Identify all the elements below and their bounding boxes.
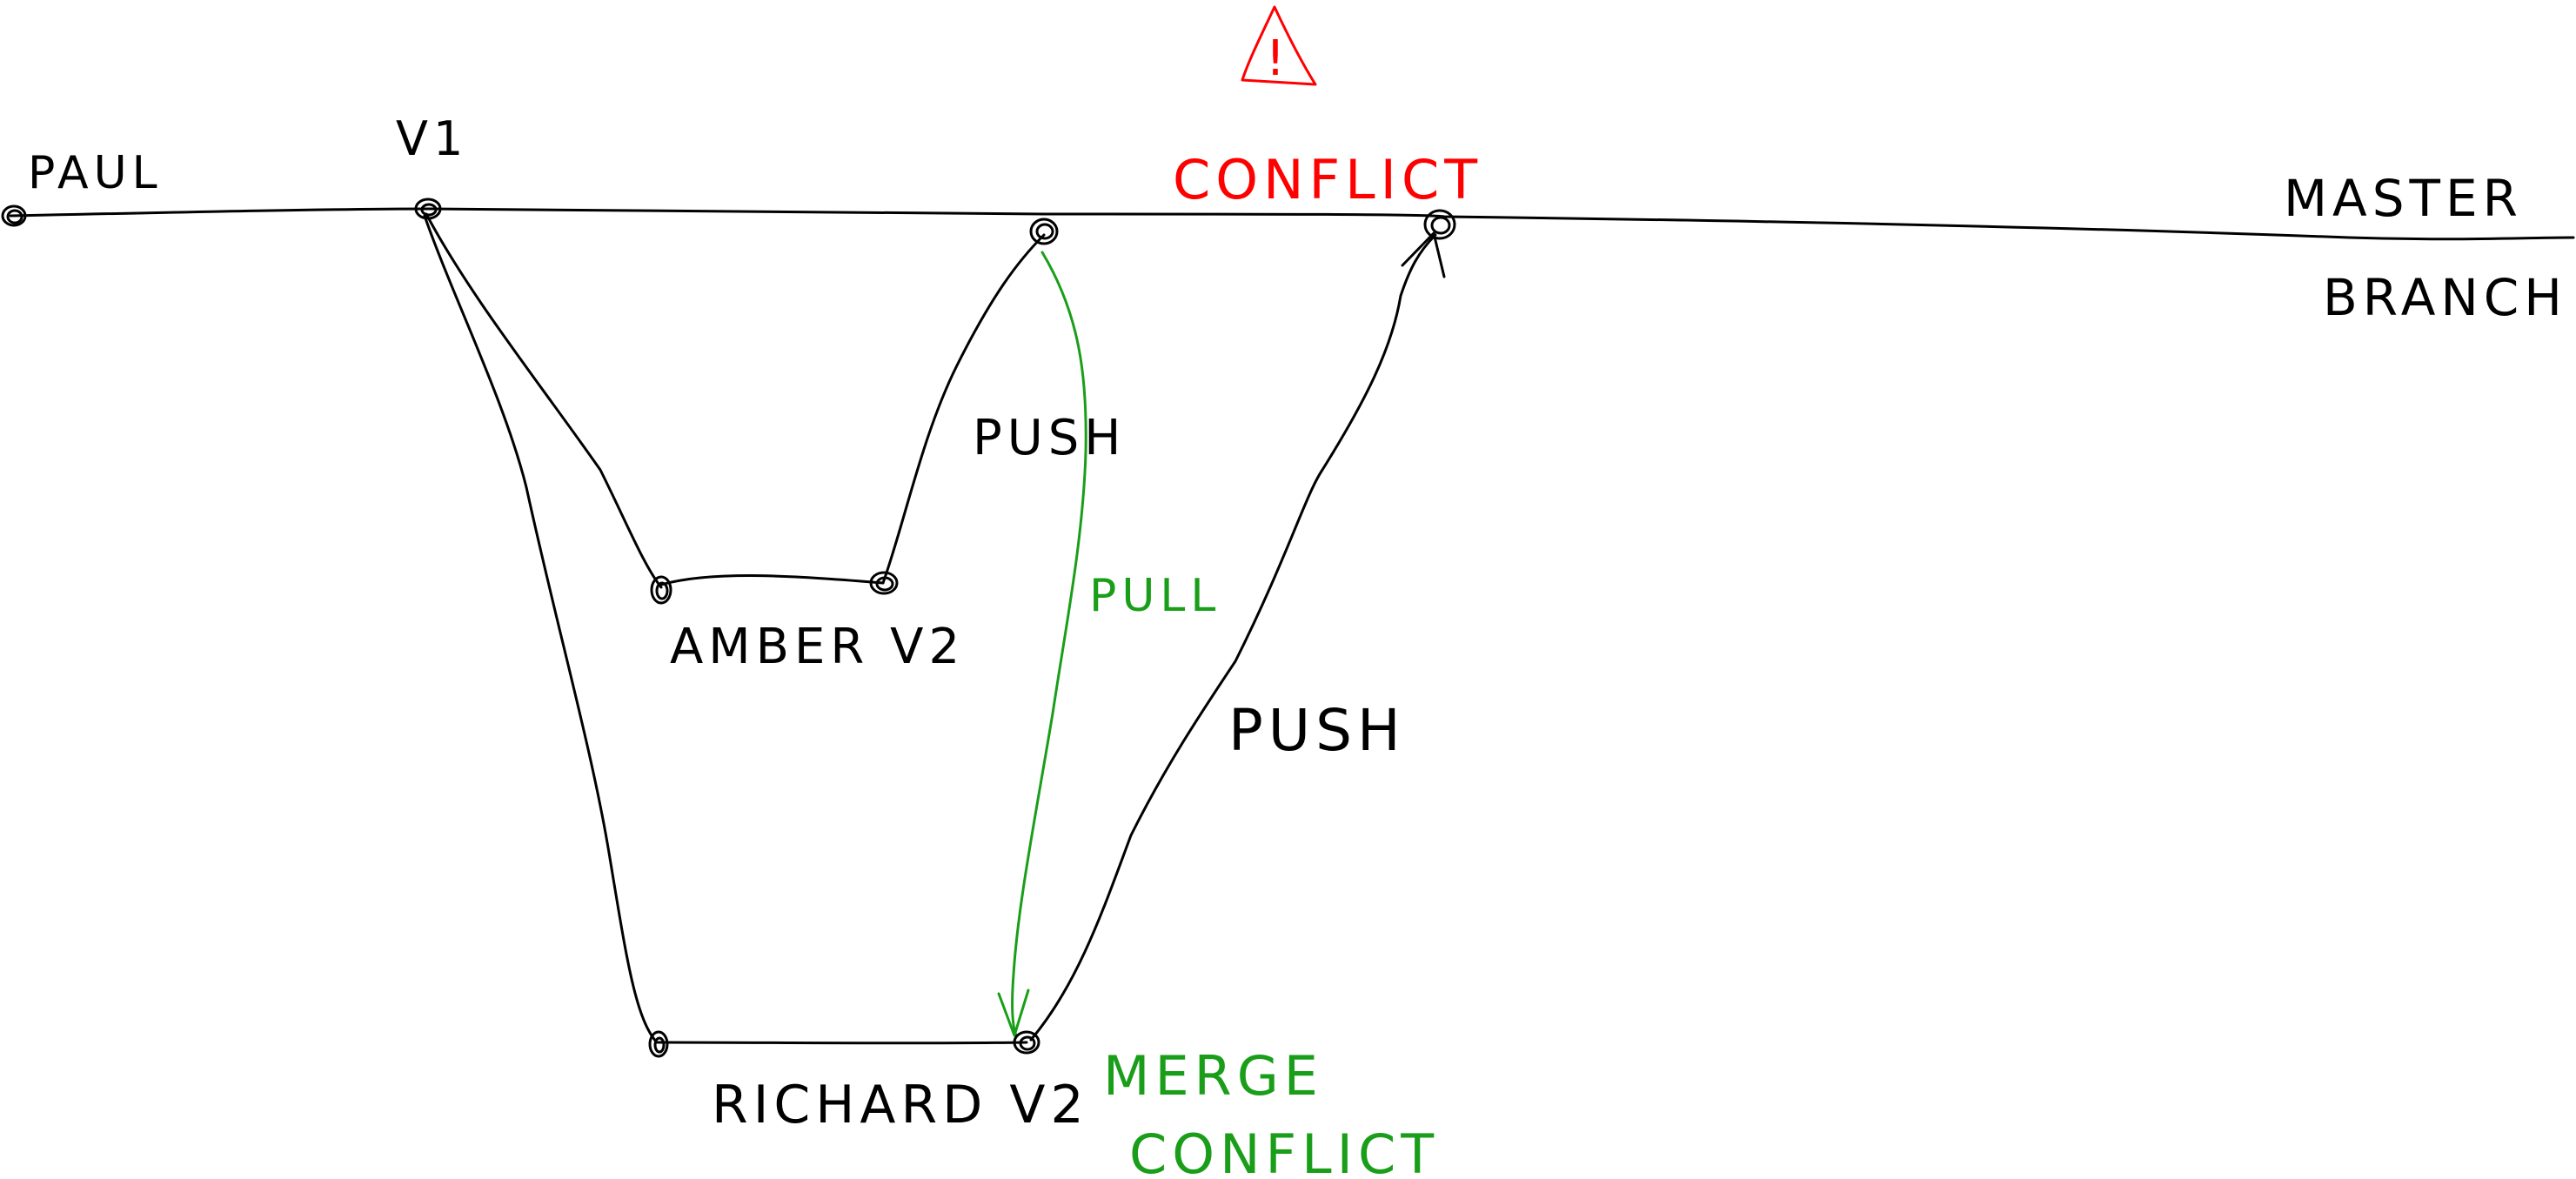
merge-conflict-label-line1: MERGE bbox=[1103, 1044, 1323, 1108]
richard-push-line bbox=[1029, 233, 1437, 1042]
richard-push-arrowhead bbox=[1401, 231, 1446, 278]
warning-glyph: ! bbox=[1266, 30, 1285, 87]
warning-triangle-icon: ! bbox=[1241, 5, 1317, 87]
master-branch-label-line2: BRANCH bbox=[2323, 268, 2567, 327]
commit-node-merged bbox=[1423, 209, 1456, 240]
amber-commit-line bbox=[659, 574, 885, 586]
merge-conflict-label-line2: CONFLICT bbox=[1129, 1122, 1439, 1179]
pull-label: PULL bbox=[1089, 570, 1221, 622]
commit-node-amber-1 bbox=[650, 575, 672, 605]
paul-label: PAUL bbox=[28, 147, 163, 199]
commit-node-v1 bbox=[414, 198, 442, 220]
amber-push-line bbox=[881, 233, 1046, 585]
amber-branch-line bbox=[425, 212, 663, 589]
conflict-label: CONFLICT bbox=[1173, 148, 1482, 211]
richard-branch-line bbox=[423, 214, 659, 1044]
commit-node-amber-2 bbox=[869, 571, 899, 595]
commit-node-richard-1 bbox=[648, 1030, 669, 1058]
master-branch-line bbox=[9, 207, 2575, 241]
amber-label: AMBER V2 bbox=[670, 619, 965, 675]
pull-arrowhead bbox=[997, 988, 1030, 1037]
commit-node-conflict bbox=[1029, 218, 1059, 245]
commit-node-paul bbox=[1, 204, 27, 227]
commit-node-richard-2 bbox=[1013, 1030, 1040, 1055]
master-branch-label-line1: MASTER bbox=[2284, 169, 2523, 228]
richard-push-label: PUSH bbox=[1228, 697, 1406, 764]
amber-push-label: PUSH bbox=[973, 410, 1126, 466]
v1-label: V1 bbox=[396, 111, 468, 166]
pull-line bbox=[1011, 251, 1087, 1037]
richard-commit-line bbox=[657, 1041, 1028, 1045]
richard-label: RICHARD V2 bbox=[712, 1075, 1089, 1135]
